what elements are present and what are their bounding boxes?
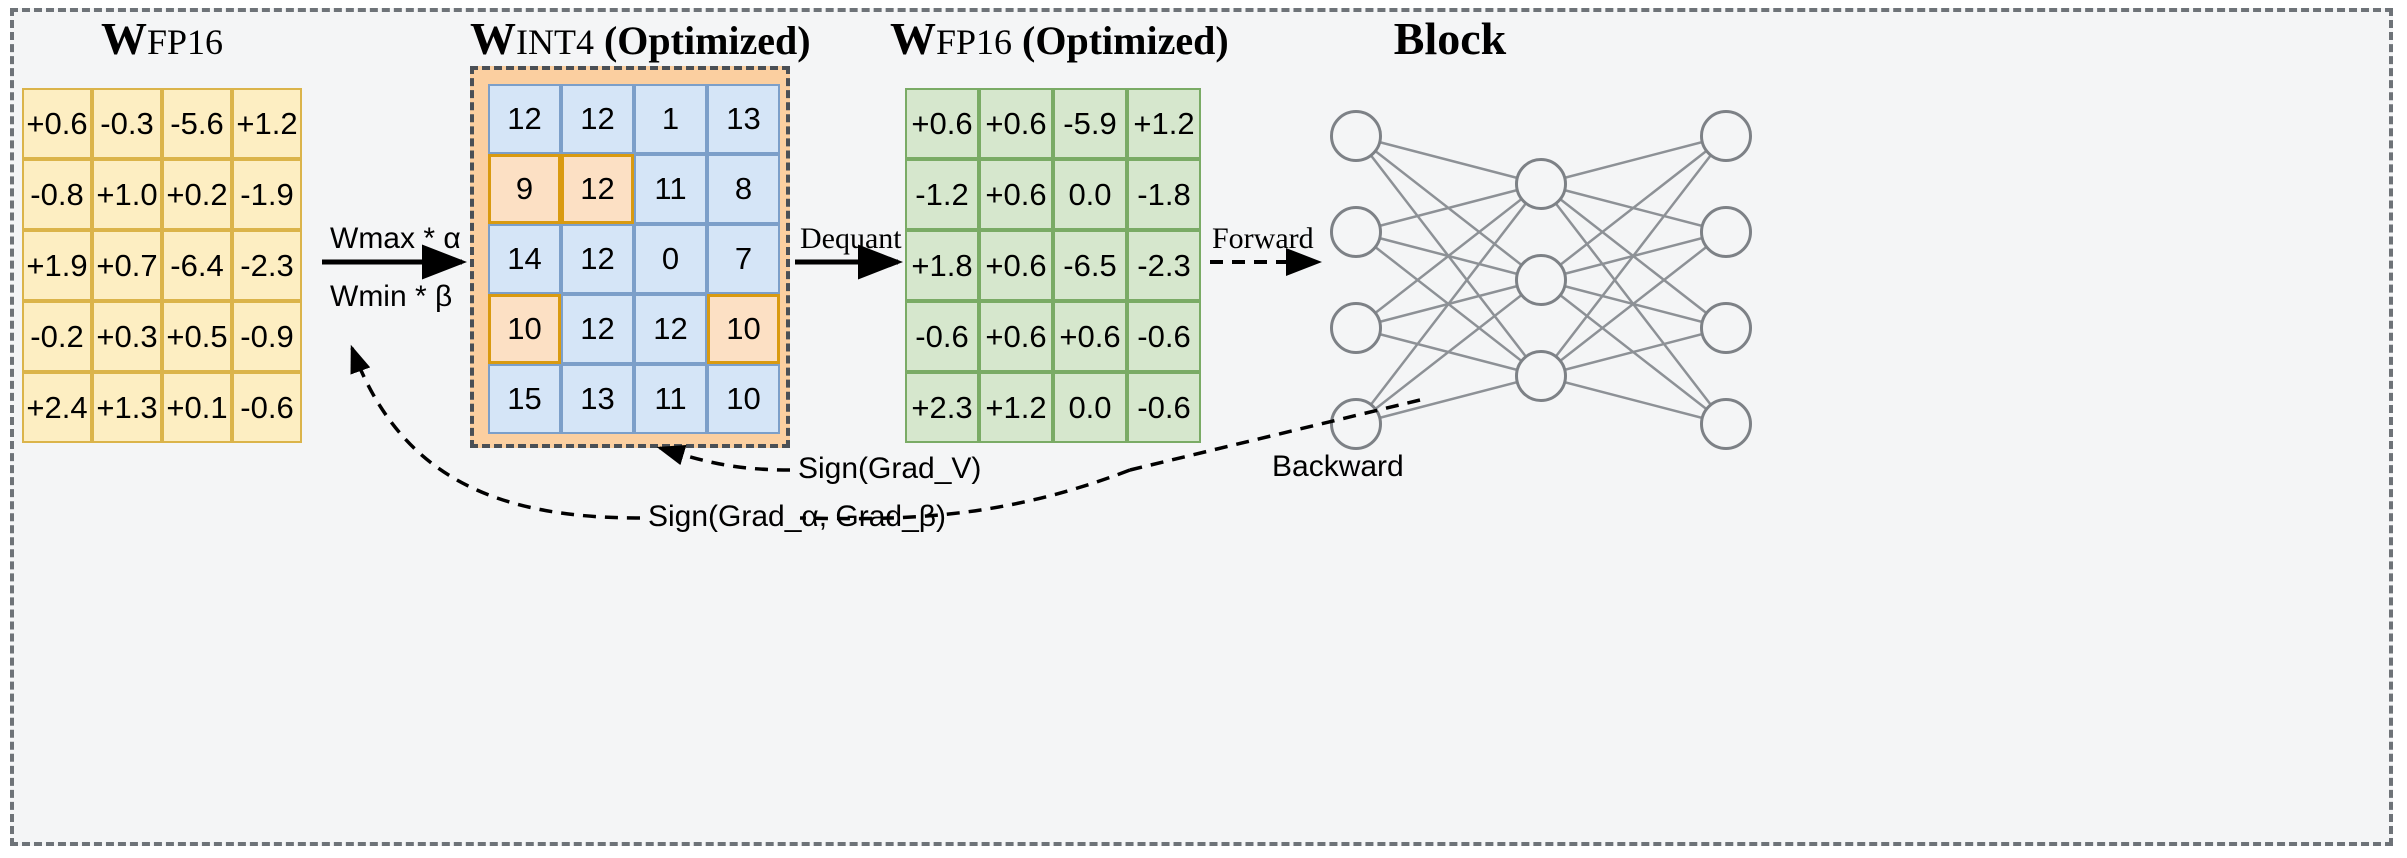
matrix-cell: -1.8	[1127, 159, 1201, 230]
matrix-cell: -2.3	[232, 230, 302, 301]
matrix-cell: +0.6	[979, 230, 1053, 301]
matrix-cell: +1.8	[905, 230, 979, 301]
fp16opt-title-suffix: (Optimized)	[1012, 18, 1229, 63]
block-node	[1330, 302, 1382, 354]
matrix-cell: +0.6	[22, 88, 92, 159]
matrix-cell: +2.4	[22, 372, 92, 443]
matrix-cell: 0	[634, 224, 707, 294]
matrix-cell: 12	[634, 294, 707, 364]
block-node	[1330, 110, 1382, 162]
diagram-outer-frame	[10, 8, 2393, 846]
matrix-cell: -0.6	[905, 301, 979, 372]
matrix-cell: -1.2	[905, 159, 979, 230]
matrix-cell: 11	[634, 364, 707, 434]
matrix-cell: +0.6	[979, 159, 1053, 230]
matrix-cell: 8	[707, 154, 780, 224]
block-node	[1330, 206, 1382, 258]
matrix-cell: -0.6	[232, 372, 302, 443]
block-node	[1514, 158, 1567, 210]
matrix-cell: -0.8	[22, 159, 92, 230]
fp16opt-title-sub: FP16	[936, 22, 1013, 62]
matrix-cell: -6.4	[162, 230, 232, 301]
label-grad-v: Sign(Grad_V)	[798, 452, 982, 485]
matrix-cell: +0.6	[1053, 301, 1127, 372]
block-node	[1514, 350, 1567, 402]
matrix-cell: -0.2	[22, 301, 92, 372]
label-quant-bottom: Wmin * β	[330, 280, 453, 313]
label-forward: Forward	[1212, 222, 1314, 255]
matrix-cell: +1.3	[92, 372, 162, 443]
block-title-text: Block	[1393, 13, 1507, 64]
int4-title-suffix: (Optimized)	[593, 18, 811, 63]
int4-title-main: W	[470, 13, 516, 64]
matrix-cell: +0.1	[162, 372, 232, 443]
block-node	[1330, 398, 1382, 450]
matrix-cell: +0.3	[92, 301, 162, 372]
matrix-cell: 1	[634, 84, 707, 154]
fp16-title-main: W	[100, 13, 147, 64]
matrix-cell: 0.0	[1053, 159, 1127, 230]
matrix-cell: 12	[488, 84, 561, 154]
matrix-cell: -0.9	[232, 301, 302, 372]
matrix-cell: 13	[707, 84, 780, 154]
label-quant-top: Wmax * α	[330, 222, 461, 255]
matrix-cell: -5.9	[1053, 88, 1127, 159]
matrix-cell: +0.6	[979, 301, 1053, 372]
matrix-cell: 13	[561, 364, 634, 434]
matrix-cell: +0.5	[162, 301, 232, 372]
matrix-cell: -0.3	[92, 88, 162, 159]
block-node	[1514, 254, 1567, 306]
matrix-cell: +1.2	[979, 372, 1053, 443]
label-grad-alpha-beta: Sign(Grad_α, Grad_β)	[648, 500, 947, 533]
matrix-fp16: +0.6-0.3-5.6+1.2 -0.8+1.0+0.2-1.9 +1.9+0.7…	[22, 88, 302, 443]
fp16-title-sub: FP16	[146, 22, 224, 62]
int4-title-sub: INT4	[516, 22, 594, 62]
label-backward: Backward	[1272, 450, 1404, 483]
matrix-cell: -1.9	[232, 159, 302, 230]
int4-title: WINT4 (Optimized)	[470, 12, 811, 65]
fp16-title: WFP16	[22, 12, 302, 65]
matrix-cell: 10	[707, 364, 780, 434]
block-node	[1699, 302, 1752, 354]
matrix-cell: +0.6	[905, 88, 979, 159]
matrix-cell: +0.6	[979, 88, 1053, 159]
matrix-cell: 0.0	[1053, 372, 1127, 443]
matrix-cell: 12	[561, 224, 634, 294]
matrix-cell: +1.2	[232, 88, 302, 159]
block-node	[1699, 110, 1752, 162]
matrix-cell: 12	[561, 84, 634, 154]
fp16opt-title: WFP16 (Optimized)	[890, 12, 1229, 65]
matrix-cell: +0.7	[92, 230, 162, 301]
matrix-cell: 10	[488, 294, 561, 364]
fp16opt-title-main: W	[890, 13, 936, 64]
matrix-cell: -5.6	[162, 88, 232, 159]
matrix-cell: 12	[561, 154, 634, 224]
matrix-cell: -2.3	[1127, 230, 1201, 301]
matrix-cell: -0.6	[1127, 372, 1201, 443]
label-dequant: Dequant	[800, 222, 902, 255]
block-title: Block	[1300, 12, 1600, 65]
matrix-cell: 15	[488, 364, 561, 434]
matrix-cell: 7	[707, 224, 780, 294]
block-node	[1699, 398, 1752, 450]
matrix-cell: -0.6	[1127, 301, 1201, 372]
matrix-cell: 9	[488, 154, 561, 224]
matrix-cell: 14	[488, 224, 561, 294]
matrix-cell: +0.2	[162, 159, 232, 230]
matrix-cell: +1.0	[92, 159, 162, 230]
matrix-cell: +1.9	[22, 230, 92, 301]
matrix-cell: +1.2	[1127, 88, 1201, 159]
block-node	[1699, 206, 1752, 258]
matrix-cell: 12	[561, 294, 634, 364]
matrix-cell: -6.5	[1053, 230, 1127, 301]
matrix-cell: 11	[634, 154, 707, 224]
matrix-cell: 10	[707, 294, 780, 364]
matrix-cell: +2.3	[905, 372, 979, 443]
